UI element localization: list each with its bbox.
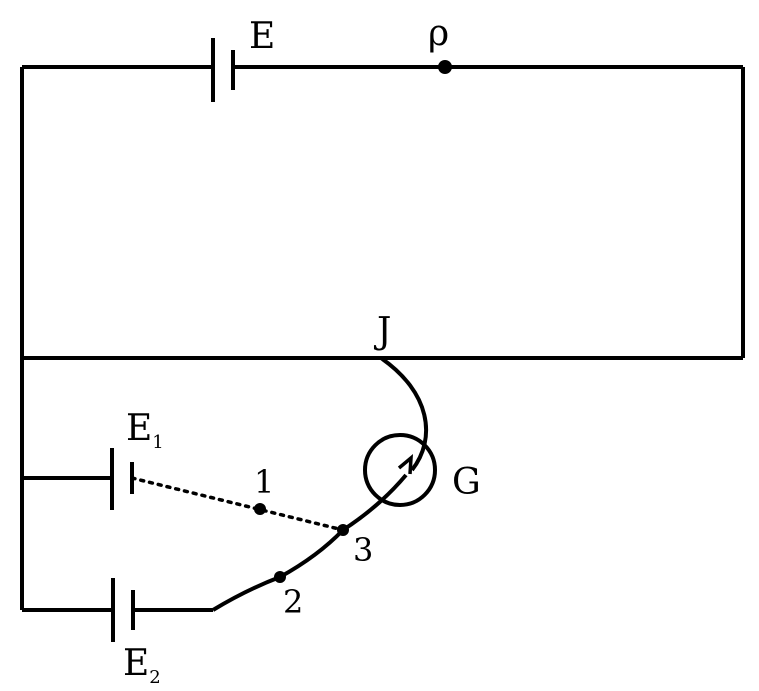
galvanometer	[363, 433, 437, 507]
terminal-1-label: 1	[254, 463, 274, 501]
battery-e-label: E	[249, 16, 275, 57]
cell-e2-label: E2	[123, 643, 161, 688]
rho-node	[438, 60, 452, 74]
e2-to-jockey-curve	[211, 473, 408, 612]
jockey-label: J	[373, 311, 391, 352]
jockey-wire	[379, 356, 429, 472]
cell-e1-label: E1	[126, 408, 164, 453]
galvanometer-label: G	[452, 462, 481, 503]
terminal-2-dot	[274, 571, 286, 583]
galvanometer-arrow-icon	[397, 454, 413, 475]
terminal-2-label: 2	[283, 583, 303, 621]
terminal-3-dot	[337, 524, 349, 536]
rho-label: ρ	[428, 13, 449, 54]
terminal-3-label: 3	[353, 531, 373, 569]
terminal-1-dot	[254, 503, 266, 515]
e1-dotted-link	[130, 476, 345, 532]
